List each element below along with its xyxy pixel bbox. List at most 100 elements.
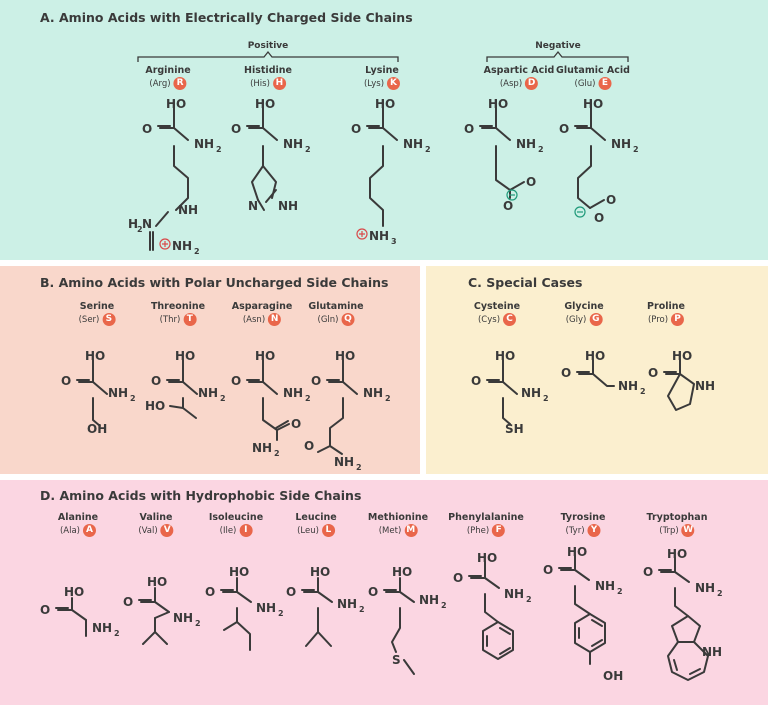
negative-charge-icon: [574, 206, 586, 218]
group-label-negative: Negative: [535, 41, 581, 51]
structure-proline: HO O NH: [648, 349, 715, 411]
aa-abbr-text: (Gly): [565, 314, 587, 325]
svg-text:2: 2: [278, 609, 284, 618]
svg-text:O: O: [503, 199, 513, 213]
svg-text:HO: HO: [495, 349, 515, 363]
svg-text:O: O: [606, 193, 616, 207]
aa-name-val: Valine: [139, 512, 173, 523]
svg-text:NH: NH: [618, 379, 638, 393]
aa-code-badge: V: [160, 524, 174, 537]
svg-text:O: O: [304, 439, 314, 453]
svg-text:NH: NH: [283, 137, 303, 151]
aa-abbr-tyr: (Tyr)Y: [565, 524, 601, 537]
aa-abbr-text: (Tyr): [565, 525, 585, 536]
aa-abbr-arg: (Arg)R: [149, 77, 187, 90]
svg-text:NH: NH: [283, 386, 303, 400]
aa-code-badge: M: [404, 524, 418, 537]
svg-text:O: O: [291, 417, 301, 431]
aa-code-badge: Q: [341, 313, 355, 326]
aa-code-badge: I: [239, 524, 253, 537]
aa-abbr-trp: (Trp)W: [659, 524, 695, 537]
aa-name-pro: Proline: [647, 301, 685, 312]
svg-text:2: 2: [385, 394, 391, 403]
svg-text:NH: NH: [198, 386, 218, 400]
aa-abbr-text: (Leu): [297, 525, 319, 536]
atom-ho: HO: [166, 97, 186, 111]
aa-abbr-text: (Pro): [647, 314, 669, 325]
aa-abbr-text: (Arg): [149, 78, 171, 89]
svg-text:NH: NH: [595, 579, 615, 593]
svg-text:2: 2: [305, 394, 311, 403]
svg-text:NH: NH: [419, 593, 439, 607]
svg-text:O: O: [559, 122, 569, 136]
svg-text:2: 2: [543, 394, 549, 403]
svg-text:O: O: [286, 585, 296, 599]
svg-text:NH: NH: [403, 137, 423, 151]
section-title-c: C. Special Cases: [468, 275, 583, 290]
svg-text:OH: OH: [87, 422, 107, 436]
svg-text:NH: NH: [92, 621, 112, 635]
aa-abbr-text: (Glu): [574, 78, 596, 89]
svg-text:O: O: [231, 374, 241, 388]
aa-name-asp: Aspartic Acid: [483, 65, 555, 76]
svg-text:HO: HO: [667, 547, 687, 561]
svg-text:S: S: [392, 653, 401, 667]
aa-name-cys: Cysteine: [473, 301, 521, 312]
positive-charge-icon: [159, 238, 171, 250]
svg-text:2: 2: [526, 595, 532, 604]
svg-text:NH: NH: [108, 386, 128, 400]
aa-abbr-val: (Val)V: [138, 524, 174, 537]
svg-text:O: O: [205, 585, 215, 599]
svg-text:HO: HO: [585, 349, 605, 363]
aa-abbr-ala: (Ala)A: [60, 524, 97, 537]
svg-text:2: 2: [130, 394, 136, 403]
svg-text:O: O: [561, 366, 571, 380]
svg-text:O: O: [526, 175, 536, 189]
svg-text:2: 2: [441, 601, 447, 610]
svg-text:2: 2: [640, 387, 646, 396]
aa-name-glu: Glutamic Acid: [556, 65, 630, 76]
svg-text:NH: NH: [369, 229, 389, 243]
svg-text:O: O: [464, 122, 474, 136]
svg-text:NH: NH: [337, 597, 357, 611]
aa-code-badge: S: [102, 313, 116, 326]
aa-abbr-ile: (Ile)I: [220, 524, 253, 537]
svg-text:HO: HO: [477, 551, 497, 565]
positive-charge-icon: [356, 228, 368, 240]
svg-text:2: 2: [216, 145, 222, 154]
section-title-d: D. Amino Acids with Hydrophobic Side Cha…: [40, 488, 362, 503]
svg-text:3: 3: [391, 237, 397, 246]
negative-brace: [486, 50, 629, 62]
svg-text:HO: HO: [229, 565, 249, 579]
svg-text:HO: HO: [85, 349, 105, 363]
svg-text:NH: NH: [702, 645, 722, 659]
aa-abbr-his: (His)H: [250, 77, 286, 90]
aa-abbr-lys: (Lys)K: [364, 77, 401, 90]
svg-text:O: O: [543, 563, 553, 577]
aa-name-gln: Glutamine: [308, 301, 364, 312]
aa-abbr-pro: (Pro)P: [647, 313, 685, 326]
svg-text:2: 2: [538, 145, 544, 154]
aa-code-badge: L: [321, 524, 335, 537]
svg-text:NH: NH: [173, 611, 193, 625]
aa-code-badge: E: [598, 77, 612, 90]
svg-text:NH: NH: [504, 587, 524, 601]
aa-abbr-gly: (Gly)G: [566, 313, 603, 326]
svg-text:2: 2: [220, 394, 226, 403]
aa-abbr-text: (Met): [378, 525, 402, 536]
svg-text:2: 2: [114, 629, 120, 638]
aa-code-badge: K: [387, 77, 401, 90]
svg-text:O: O: [231, 122, 241, 136]
atom-h2n: H: [128, 217, 138, 231]
atom-nh2: NH: [194, 137, 214, 151]
